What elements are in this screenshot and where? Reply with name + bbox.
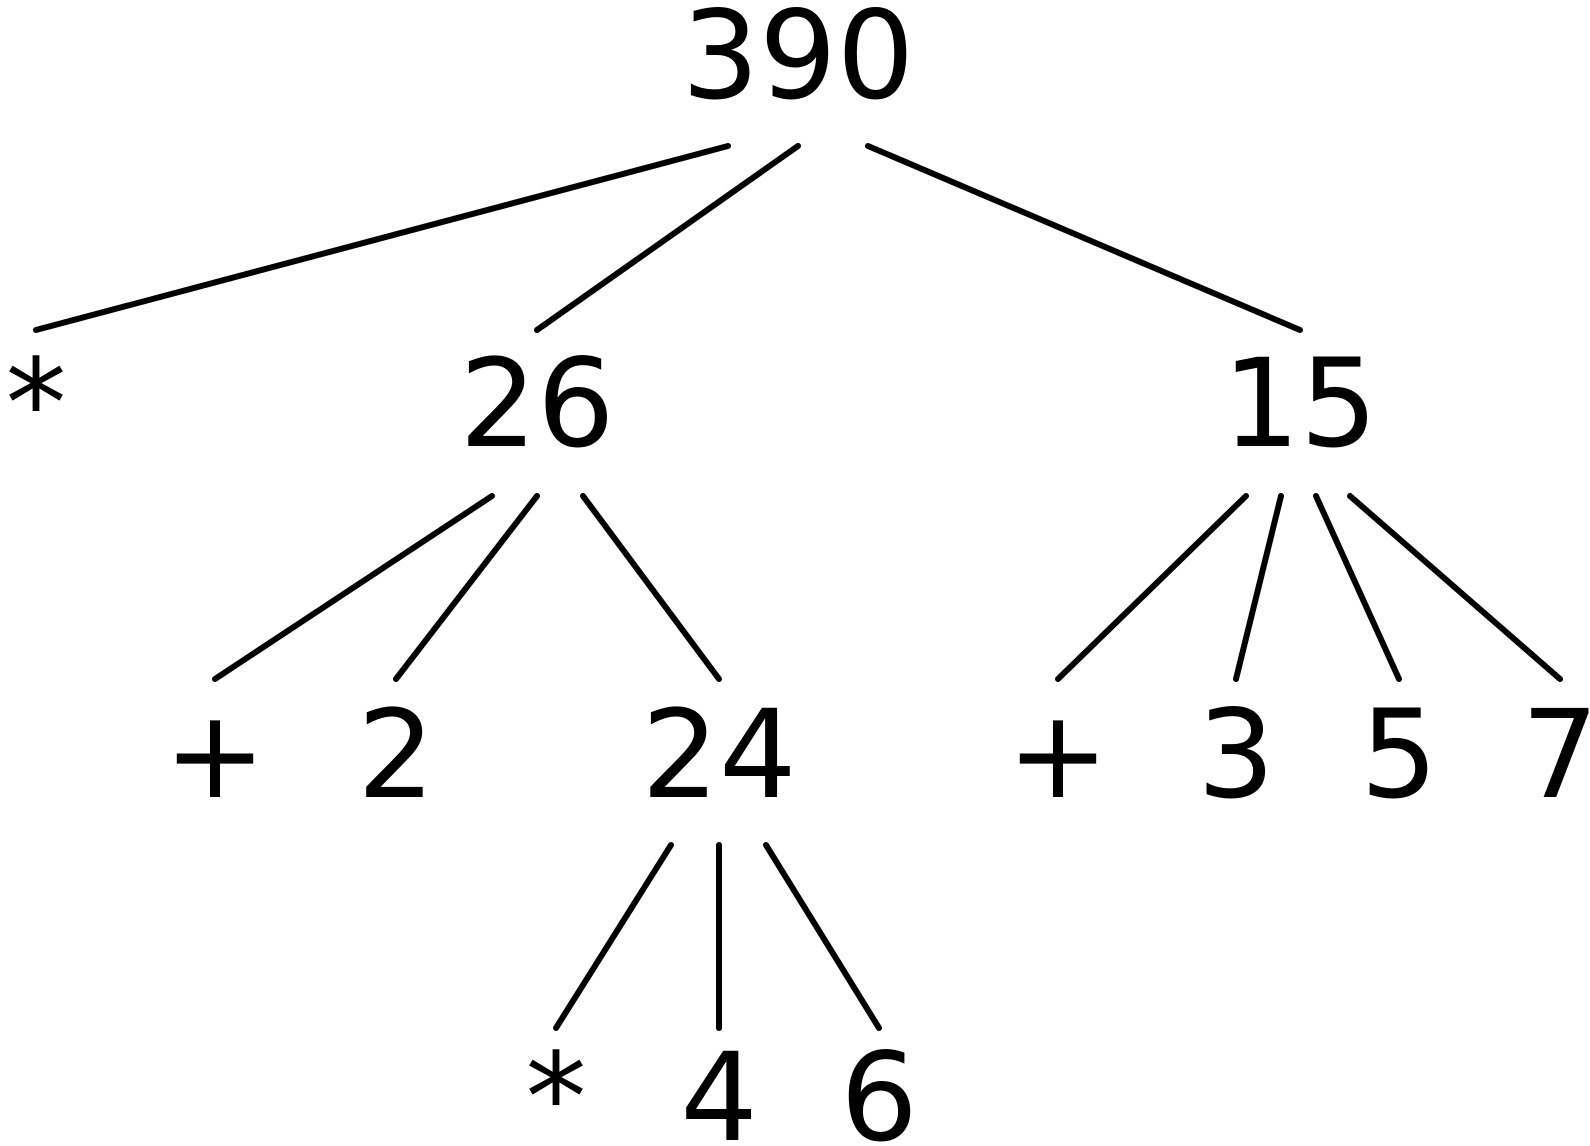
edge-390-to-star: [33, 143, 731, 333]
node-5: 5: [1360, 684, 1438, 826]
node-4: 4: [680, 1027, 758, 1146]
node-15: 15: [1222, 333, 1377, 475]
edge-15-to-5: [1313, 493, 1402, 682]
edge-26-to-2: [393, 493, 540, 682]
node-3: 3: [1197, 684, 1275, 826]
edge-390-to-15: [865, 143, 1303, 333]
edge-390-to-26: [534, 143, 801, 333]
node-root-390: 390: [682, 0, 915, 127]
edge-15-to-3: [1233, 493, 1284, 682]
node-2: 2: [357, 684, 435, 826]
node-26: 26: [459, 333, 614, 475]
edge-24-to-6: [763, 842, 882, 1031]
edge-26-to-plus: [212, 493, 495, 682]
node-24: 24: [641, 684, 796, 826]
edge-15-to-plus: [1055, 493, 1249, 682]
node-operator-multiply: *: [526, 1027, 587, 1146]
node-7: 7: [1521, 684, 1590, 826]
edge-26-to-24: [580, 493, 722, 682]
edge-15-to-7: [1347, 493, 1563, 682]
node-operator-multiply: *: [6, 333, 67, 475]
node-6: 6: [840, 1027, 918, 1146]
node-operator-plus: +: [1007, 684, 1109, 826]
edge-24-to-star: [553, 842, 674, 1031]
node-operator-plus: +: [164, 684, 266, 826]
